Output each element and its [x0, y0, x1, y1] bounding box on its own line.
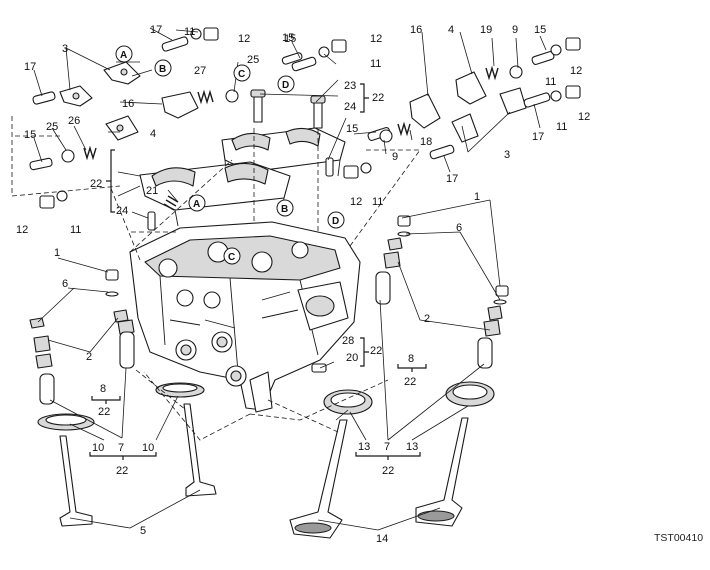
callout: 6 [62, 278, 68, 290]
mark-circle [233, 64, 251, 82]
callout: 27 [194, 65, 206, 77]
valve-train-right [289, 215, 509, 539]
callout: 10 [92, 442, 104, 454]
callout: 22 [404, 376, 416, 388]
callout: 10 [142, 442, 154, 454]
callout: 11 [372, 196, 383, 208]
callout: 1 [54, 247, 60, 259]
callout: 25 [46, 121, 58, 133]
callout: 9 [392, 151, 398, 163]
callout: 6 [456, 222, 462, 234]
callout: 15 [534, 24, 546, 36]
mark-label: C [238, 69, 245, 80]
callout: 8 [100, 383, 106, 395]
callout: 22 [90, 178, 102, 190]
callout: 22 [370, 345, 382, 357]
mark-circle [115, 45, 133, 63]
callout: 12 [16, 224, 28, 236]
callout: 7 [118, 442, 124, 454]
leader-lines [11, 27, 547, 531]
callout: 4 [150, 128, 156, 140]
callout: 2 [86, 351, 92, 363]
callout: 13 [358, 441, 370, 453]
callout: 21 [146, 185, 158, 197]
callout: 8 [408, 353, 414, 365]
callout: 11 [545, 76, 556, 88]
mark-circle [277, 75, 295, 93]
callout: 2 [424, 313, 430, 325]
callout: 20 [346, 352, 358, 364]
callout: 16 [410, 24, 422, 36]
mark-circle [188, 194, 206, 212]
callout: 11 [70, 224, 81, 236]
callout: 15 [282, 32, 294, 44]
callout: 23 [344, 80, 356, 92]
callout: 15 [346, 123, 358, 135]
callout: 19 [480, 24, 492, 36]
callout: 1 [474, 191, 480, 203]
mark-label: D [282, 80, 289, 91]
callout: 3 [504, 149, 510, 161]
callout: 16 [122, 98, 134, 110]
callout: 17 [24, 61, 36, 73]
callout: 17 [446, 173, 458, 185]
callout: 5 [140, 525, 146, 537]
callout: 26 [68, 115, 80, 127]
callout: 28 [342, 335, 354, 347]
parts-top-left [29, 27, 499, 209]
parts-top-right [147, 37, 581, 231]
callout: 9 [512, 24, 518, 36]
callout: 12 [570, 65, 582, 77]
mark-circle [276, 199, 294, 217]
valve-train-left [29, 269, 217, 527]
mark-label: B [159, 64, 166, 75]
callout: 14 [376, 533, 388, 545]
reference-marks [115, 45, 345, 265]
callout: 15 [284, 33, 296, 45]
callout: 4 [448, 24, 454, 36]
callout: 22 [98, 406, 110, 418]
callout: 22 [382, 465, 394, 477]
callout: 22 [372, 92, 384, 104]
mark-circle [223, 247, 241, 265]
callout: 17 [532, 131, 544, 143]
callout: 11 [370, 58, 381, 70]
callout: 3 [62, 43, 68, 55]
callout: 11 [184, 26, 195, 38]
mark-circle [327, 211, 345, 229]
callout: 24 [116, 205, 128, 217]
callouts: 17 11 12 3 A B 25 27 C 16 17 15 26 25 4 … [16, 24, 590, 545]
mark-label: A [193, 199, 200, 210]
mark-label: D [332, 216, 339, 227]
drawing-code: TST00410 [654, 532, 703, 544]
callout: 17 [150, 24, 162, 36]
callout: 15 [24, 129, 36, 141]
callout: 24 [344, 101, 356, 113]
braces [89, 83, 427, 460]
mark-circle [154, 59, 172, 77]
callout: 7 [384, 441, 390, 453]
camshaft-support-lower [139, 161, 291, 227]
callout: 18 [420, 136, 432, 148]
callout: 12 [370, 33, 382, 45]
callout: 25 [247, 54, 259, 66]
callout: 13 [406, 441, 418, 453]
callout: 22 [116, 465, 128, 477]
callout: 11 [556, 121, 567, 133]
mark-label: A [120, 50, 127, 61]
callout: 12 [578, 111, 590, 123]
callout: 12 [350, 196, 362, 208]
mark-label: C [228, 252, 235, 263]
callout: 12 [238, 33, 250, 45]
cylinder-head [129, 221, 361, 413]
mark-label: B [281, 204, 288, 215]
